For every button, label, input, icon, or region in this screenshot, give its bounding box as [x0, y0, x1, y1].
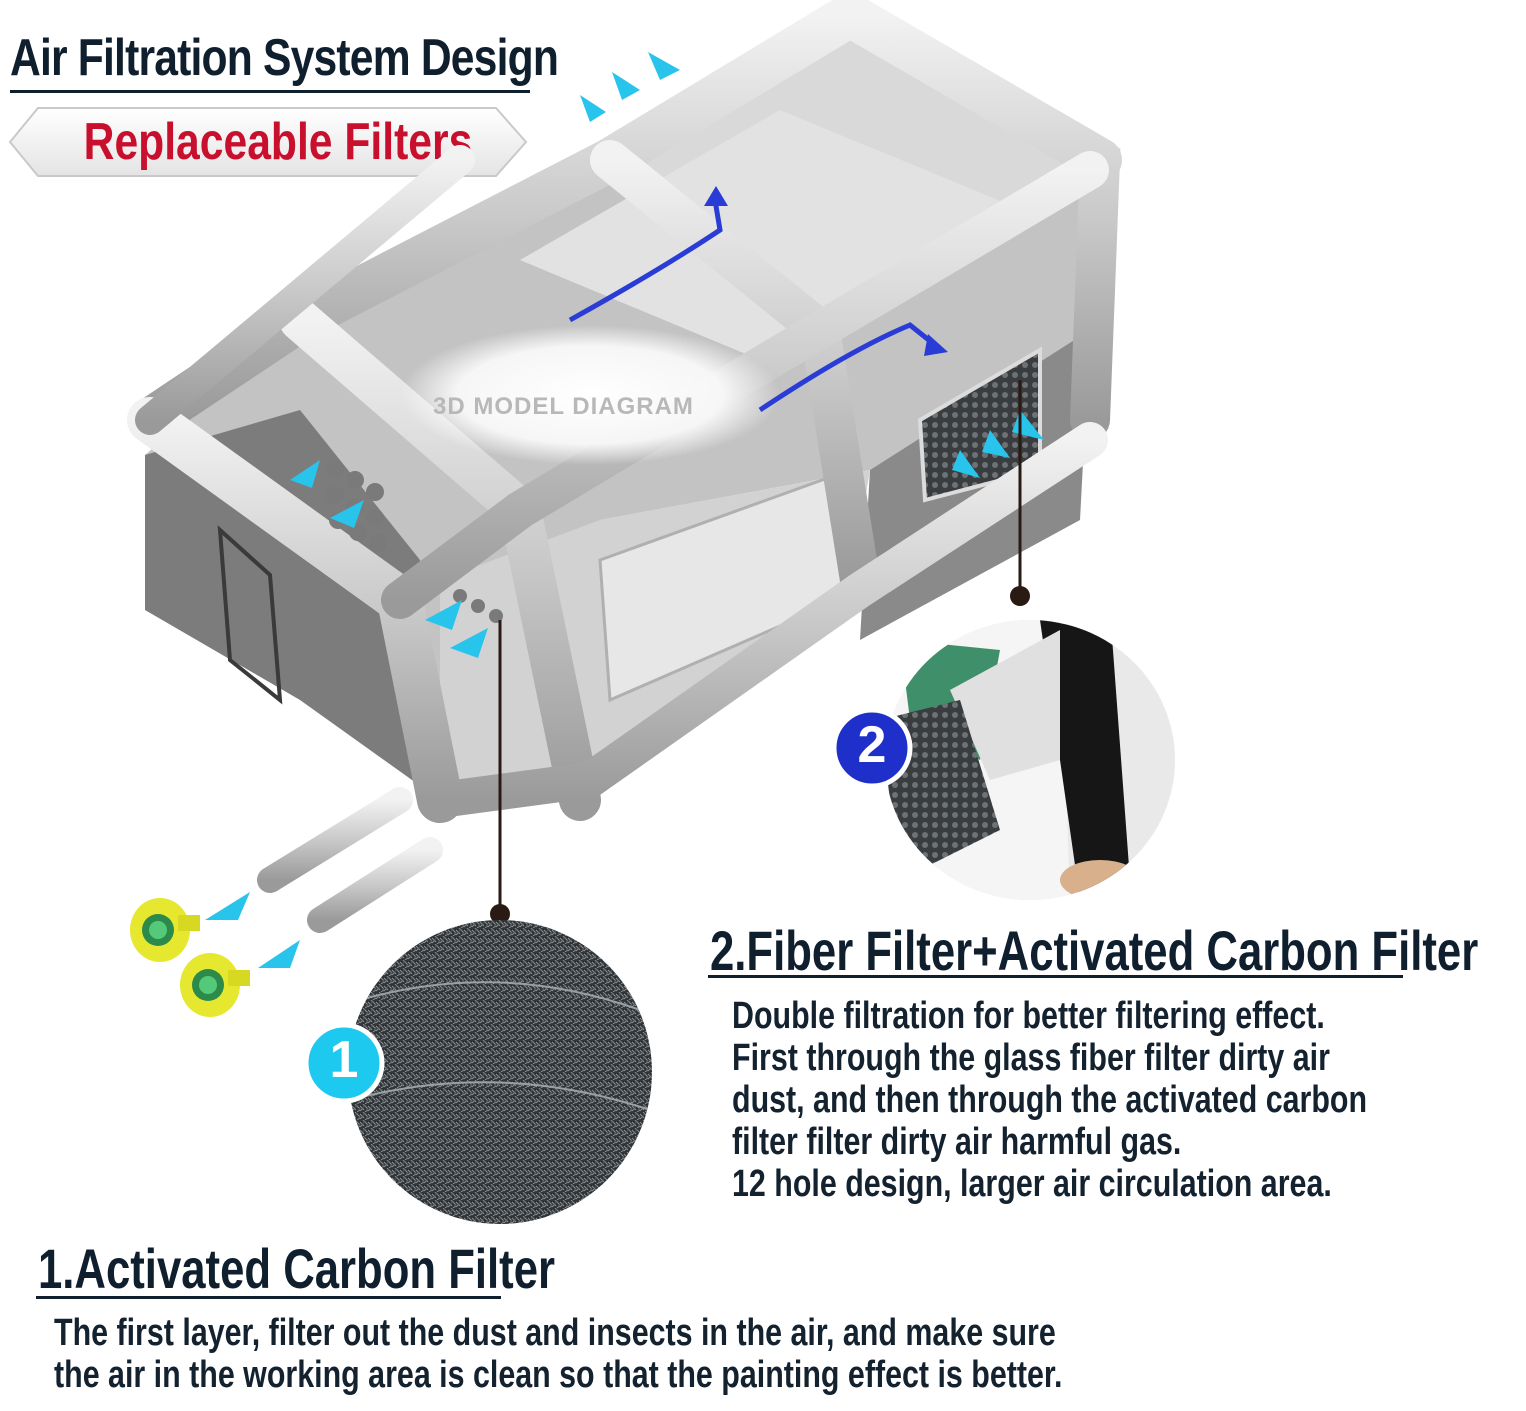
- banner-text: Replaceable Filters: [83, 113, 473, 171]
- booth-door: [217, 525, 283, 705]
- badge-1: [303, 1022, 385, 1104]
- model-diagram-label: 3D MODEL DIAGRAM: [433, 393, 694, 420]
- booth-back-wall: [520, 110, 1010, 360]
- carbon-filter-texture: [349, 981, 651, 1111]
- label-glow: [400, 325, 780, 465]
- fiber-filter-layers: [885, 620, 1140, 900]
- booth-left-end-wall: [145, 410, 440, 800]
- filter2-underline: [708, 975, 1403, 978]
- filter1-heading: 1.Activated Carbon Filter: [38, 1237, 555, 1300]
- filter1-line: The first layer, filter out the dust and…: [54, 1312, 1056, 1354]
- badge-2-number: 2: [857, 716, 887, 774]
- flow-arrowhead-2: [924, 334, 948, 356]
- callout-lines: [498, 380, 1022, 910]
- blower-1: [130, 898, 200, 962]
- booth-illustration: [125, 0, 1175, 1224]
- badge-2: [831, 707, 913, 789]
- filter2-line: Double filtration for better filtering e…: [732, 995, 1325, 1037]
- internal-airflow-arrows: [568, 199, 937, 413]
- filter2-description: Double filtration for better filtering e…: [732, 995, 1526, 1205]
- filter2-line: filter filter dirty air harmful gas.: [732, 1121, 1182, 1163]
- intake-arrows: [205, 52, 1044, 968]
- flow-arrowhead-1: [704, 186, 728, 206]
- page-title: Air Filtration System Design: [10, 29, 559, 87]
- banner-shape: [8, 107, 528, 177]
- title-underline: [10, 90, 530, 93]
- filter1-line: the air in the working area is clean so …: [54, 1354, 1063, 1396]
- badge-1-number: 1: [329, 1031, 359, 1089]
- callout-dot-1: [490, 904, 510, 924]
- filter2-line: First through the glass fiber filter dir…: [732, 1037, 1330, 1079]
- carbon-filter-photo: [348, 920, 652, 1224]
- filter2-line: 12 hole design, larger air circulation a…: [732, 1163, 1332, 1205]
- banner: Replaceable Filters: [8, 106, 528, 178]
- filter1-description: The first layer, filter out the dust and…: [54, 1312, 1315, 1396]
- filter2-line: dust, and then through the activated car…: [732, 1079, 1368, 1121]
- callout-dot-2: [1010, 586, 1030, 606]
- filter2-heading: 2.Fiber Filter+Activated Carbon Filter: [710, 919, 1479, 982]
- blower-2: [180, 953, 250, 1017]
- filter1-underline: [36, 1296, 501, 1299]
